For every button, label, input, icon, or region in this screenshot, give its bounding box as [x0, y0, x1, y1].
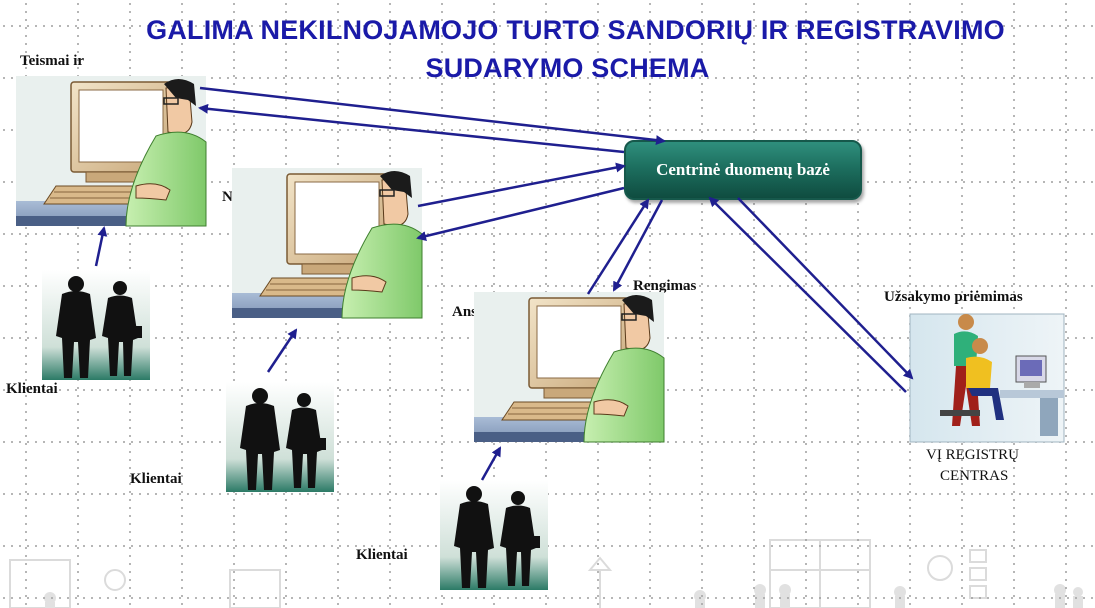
arrow-bailiffs-to-database	[586, 198, 650, 295]
arrow-database-to-bailiffs	[612, 199, 664, 292]
arrow-clients3-to-bailiffs	[480, 446, 502, 481]
order-intake-label: Užsakymo priėmimas	[884, 289, 1023, 305]
clients-label-2: Klientai	[130, 471, 182, 487]
registry-label-line1: VĮ REGISTRŲ	[926, 447, 1019, 463]
city-watermark	[9, 539, 1083, 608]
diagram-title-line1: GALIMA NEKILNOJAMOJO TURTO SANDORIŲ IR R…	[146, 15, 1005, 45]
arrow-clients2-to-notary	[266, 328, 298, 373]
clients-1-people-icon	[42, 270, 150, 380]
registry-label-line2: CENTRAS	[940, 468, 1009, 484]
diagram-title-line2: SUDARYMO SCHEMA	[425, 53, 710, 83]
arrow-database-to-notary	[416, 186, 625, 241]
registry-office-icon	[909, 313, 1065, 443]
clients-3-people-icon	[440, 480, 548, 590]
courts-label-line1: Teismai ir	[20, 53, 85, 69]
notary-workstation-icon	[231, 167, 423, 319]
bailiffs-workstation-icon	[473, 291, 665, 443]
arrow-database-to-courts	[198, 103, 625, 154]
arrow-registry-to-database	[708, 196, 907, 393]
clients-2-people-icon	[226, 382, 334, 492]
arrow-courts-to-database	[199, 86, 666, 146]
courts-workstation-icon	[15, 75, 207, 227]
arrow-notary-to-database	[417, 162, 626, 208]
central-database-node: Centrinė duomenų bazė	[624, 140, 862, 200]
preparation-label: Rengimas	[633, 278, 697, 294]
clients-label-1: Klientai	[6, 381, 58, 397]
arrow-clients1-to-courts	[94, 226, 108, 267]
arrow-database-to-registry	[737, 197, 914, 380]
clients-label-3: Klientai	[356, 547, 408, 563]
